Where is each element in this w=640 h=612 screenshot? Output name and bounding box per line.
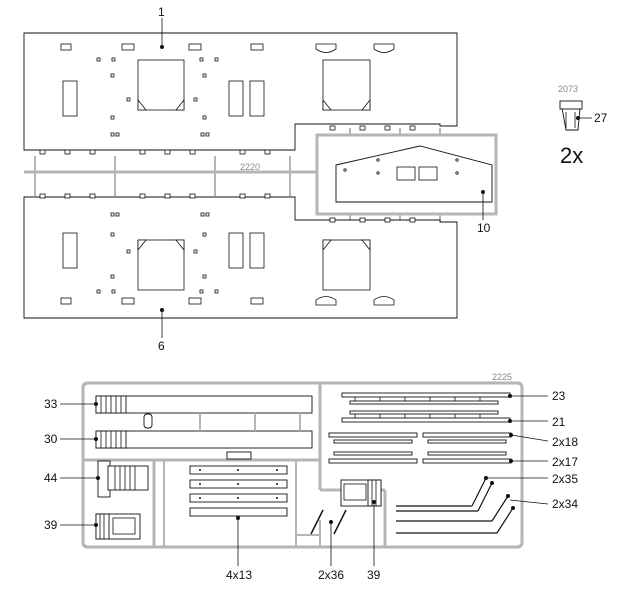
part-39-door-frame-left <box>95 513 141 540</box>
sprue-number-2225: 2225 <box>492 372 512 382</box>
callout-39-left: 39 <box>44 518 98 532</box>
sprue-multiplier: 2x <box>560 143 583 168</box>
svg-text:6: 6 <box>158 339 165 353</box>
callout-39-center: 39 <box>367 500 381 582</box>
svg-text:2x34: 2x34 <box>552 497 578 511</box>
svg-text:33: 33 <box>44 397 58 411</box>
svg-text:1: 1 <box>158 5 165 19</box>
svg-text:30: 30 <box>44 432 58 446</box>
part-18-rails <box>328 432 512 444</box>
part-1-notches <box>39 125 416 155</box>
callout-4x13: 4x13 <box>226 516 252 582</box>
callout-6: 6 <box>158 308 165 353</box>
svg-text:44: 44 <box>44 471 58 485</box>
part-1-wall-panel <box>23 32 458 155</box>
svg-text:2x36: 2x36 <box>318 568 344 582</box>
part-34-braces <box>396 495 514 534</box>
callout-2x17: 2x17 <box>509 455 578 469</box>
callout-33: 33 <box>44 397 98 411</box>
svg-text:2x35: 2x35 <box>552 472 578 486</box>
part-21-rail <box>341 410 511 423</box>
callout-2x18: 2x18 <box>509 433 578 449</box>
part-17-rails <box>328 451 512 464</box>
svg-text:10: 10 <box>477 221 491 235</box>
callout-23: 23 <box>508 389 566 403</box>
part-10-gable <box>335 145 493 203</box>
svg-text:23: 23 <box>552 389 566 403</box>
part-6-notches <box>39 193 416 223</box>
part-30-stair-beam <box>95 413 313 449</box>
part-27-trash-bin <box>559 100 592 131</box>
sprue-number-2073: 2073 <box>558 84 578 94</box>
callout-21: 21 <box>508 415 566 429</box>
callout-2x36: 2x36 <box>318 522 344 582</box>
part-6-pin-holes <box>96 212 219 294</box>
part-6-wall-panel <box>23 193 458 319</box>
svg-text:4x13: 4x13 <box>226 568 252 582</box>
svg-text:39: 39 <box>367 568 381 582</box>
part-36-links <box>310 509 347 535</box>
svg-text:2x17: 2x17 <box>552 455 578 469</box>
callout-2x35: 2x35 <box>484 472 578 486</box>
part-35-braces <box>396 477 493 512</box>
svg-text:2x18: 2x18 <box>552 435 578 449</box>
callout-30: 30 <box>44 432 98 446</box>
sprue-number-2220: 2220 <box>240 162 260 172</box>
part-1-pin-holes <box>96 57 219 137</box>
part-23-rail <box>341 392 511 405</box>
callout-44: 44 <box>44 471 100 485</box>
callout-1: 1 <box>158 5 165 49</box>
svg-text:39: 39 <box>44 518 58 532</box>
callout-27: 27 <box>594 111 608 125</box>
part-33-stair-beam <box>95 395 313 414</box>
part-13-planks <box>189 451 288 517</box>
callout-2x34: 2x34 <box>506 494 578 511</box>
svg-text:21: 21 <box>552 415 566 429</box>
callout-10: 10 <box>477 190 491 235</box>
part-44-small-stair <box>97 460 149 498</box>
